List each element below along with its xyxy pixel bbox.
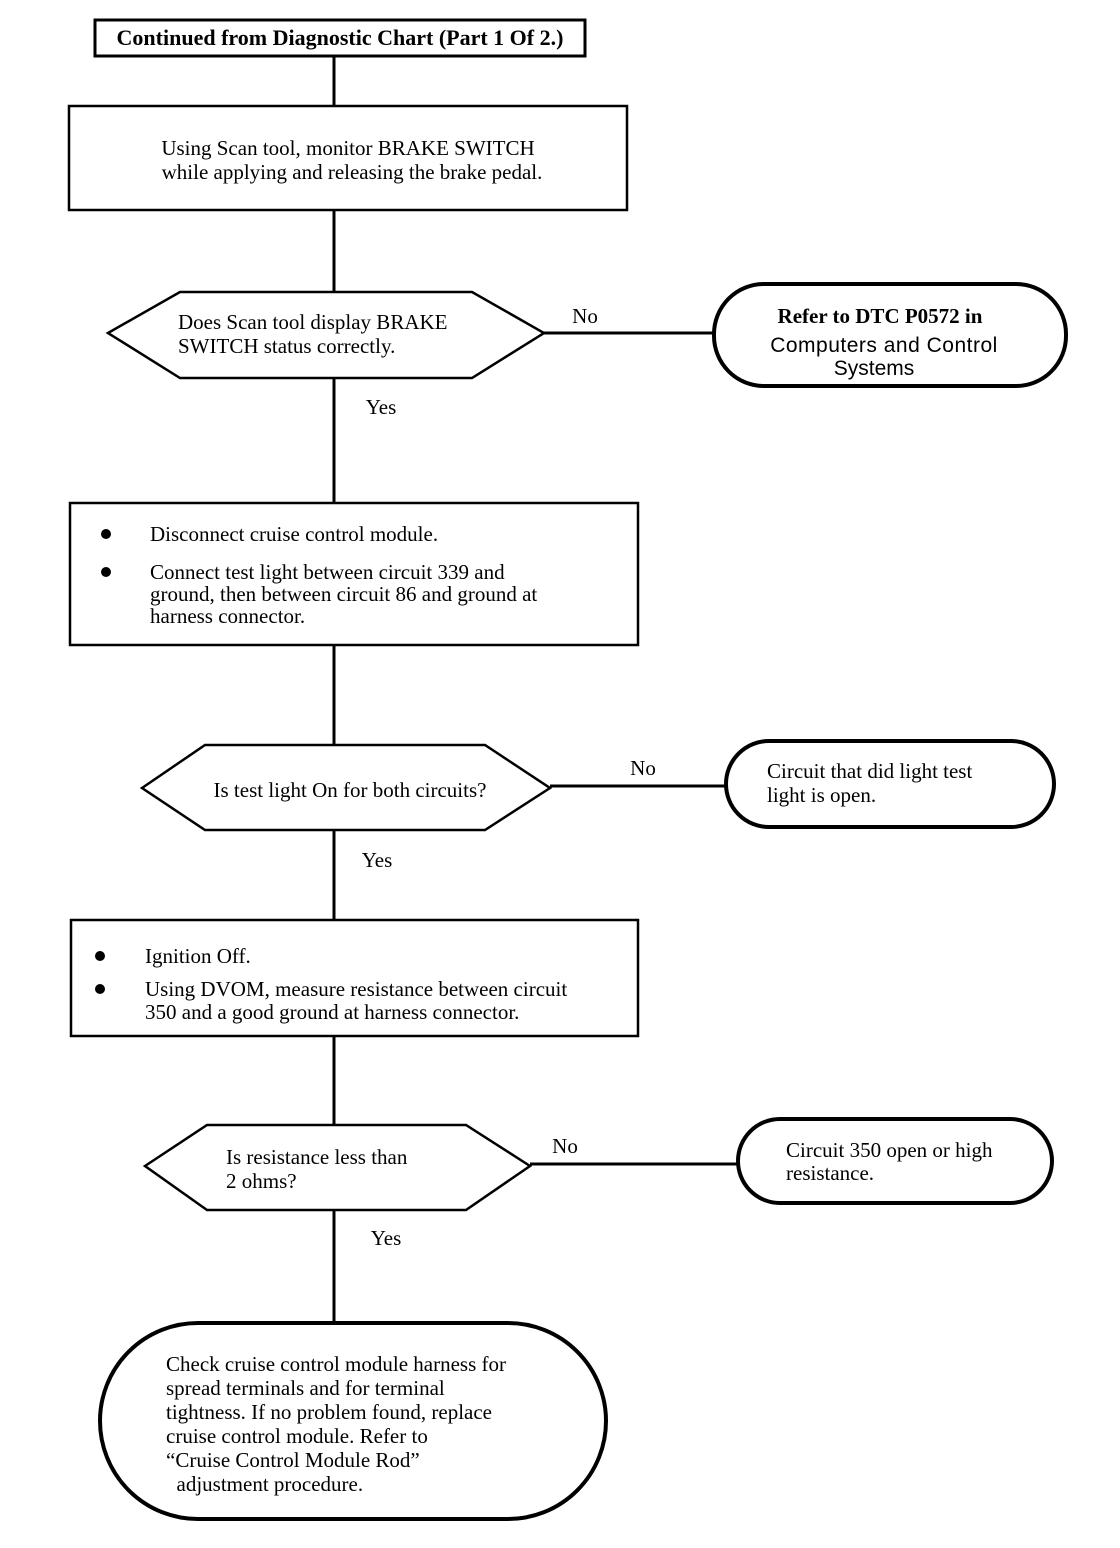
final-line: Check cruise control module harness for [166, 1352, 506, 1376]
decision1-line: Does Scan tool display BRAKE [178, 310, 447, 334]
final-line: “Cruise Control Module Rod” [166, 1448, 420, 1472]
step2-bullet2-line: ground, then between circuit 86 and grou… [150, 582, 537, 606]
step3-bullet2-line: Using DVOM, measure resistance between c… [145, 977, 567, 1001]
decision1-line: SWITCH status correctly. [178, 334, 395, 358]
bullet-dot [101, 529, 111, 539]
decision3-yes-label: Yes [371, 1226, 402, 1250]
result1-line: Computers and Control [770, 334, 998, 357]
step3-bullet1-line: Ignition Off. [145, 944, 251, 968]
final-line: spread terminals and for terminal [166, 1376, 445, 1400]
step2-bullet2-line: harness connector. [150, 604, 305, 628]
decision2-line: Is test light On for both circuits? [214, 778, 487, 802]
bullet-dot [95, 951, 105, 961]
result1-line: Systems [834, 357, 915, 380]
header-text: Continued from Diagnostic Chart (Part 1 … [117, 25, 564, 50]
decision1-diamond: Does Scan tool display BRAKE SWITCH stat… [105, 290, 547, 380]
bullet-dot [95, 984, 105, 994]
decision3-line: 2 ohms? [226, 1169, 297, 1193]
bullet-dot [101, 567, 111, 577]
step1-line: Using Scan tool, monitor BRAKE SWITCH [161, 136, 534, 160]
result2-line: Circuit that did light test [767, 759, 972, 783]
final-line: tightness. If no problem found, replace [166, 1400, 492, 1424]
decision2-no-label: No [630, 756, 656, 780]
decision2-yes-label: Yes [362, 848, 393, 872]
step3-box: Ignition Off. Using DVOM, measure resist… [69, 918, 640, 1038]
decision3-no-label: No [552, 1134, 578, 1158]
result1-line: Refer to DTC P0572 in [778, 304, 983, 328]
step2-bullet2-line: Connect test light between circuit 339 a… [150, 560, 505, 584]
result3-line: Circuit 350 open or high [786, 1138, 993, 1162]
result2-line: light is open. [767, 783, 876, 807]
decision3-line: Is resistance less than [226, 1145, 408, 1169]
decision1-no-label: No [572, 304, 598, 328]
step1-line: while applying and releasing the brake p… [162, 160, 543, 184]
decision3-diamond: Is resistance less than 2 ohms? [142, 1123, 533, 1212]
step1-box: Using Scan tool, monitor BRAKE SWITCH wh… [67, 104, 629, 212]
result2-terminal: Circuit that did light test light is ope… [724, 739, 1056, 829]
final-line: adjustment procedure. [166, 1472, 363, 1496]
result1-terminal: Refer to DTC P0572 in Computers and Cont… [712, 282, 1068, 388]
decision2-diamond: Is test light On for both circuits? [139, 743, 553, 832]
final-terminal: Check cruise control module harness for … [98, 1321, 608, 1521]
decision1-yes-label: Yes [366, 395, 397, 419]
step2-bullet1-line: Disconnect cruise control module. [150, 522, 438, 546]
step2-box: Disconnect cruise control module. Connec… [68, 501, 640, 647]
final-line: cruise control module. Refer to [166, 1424, 428, 1448]
result3-line: resistance. [786, 1161, 874, 1185]
header-box: Continued from Diagnostic Chart (Part 1 … [93, 18, 587, 58]
result3-terminal: Circuit 350 open or high resistance. [736, 1117, 1054, 1205]
step3-bullet2-line: 350 and a good ground at harness connect… [145, 1000, 519, 1024]
